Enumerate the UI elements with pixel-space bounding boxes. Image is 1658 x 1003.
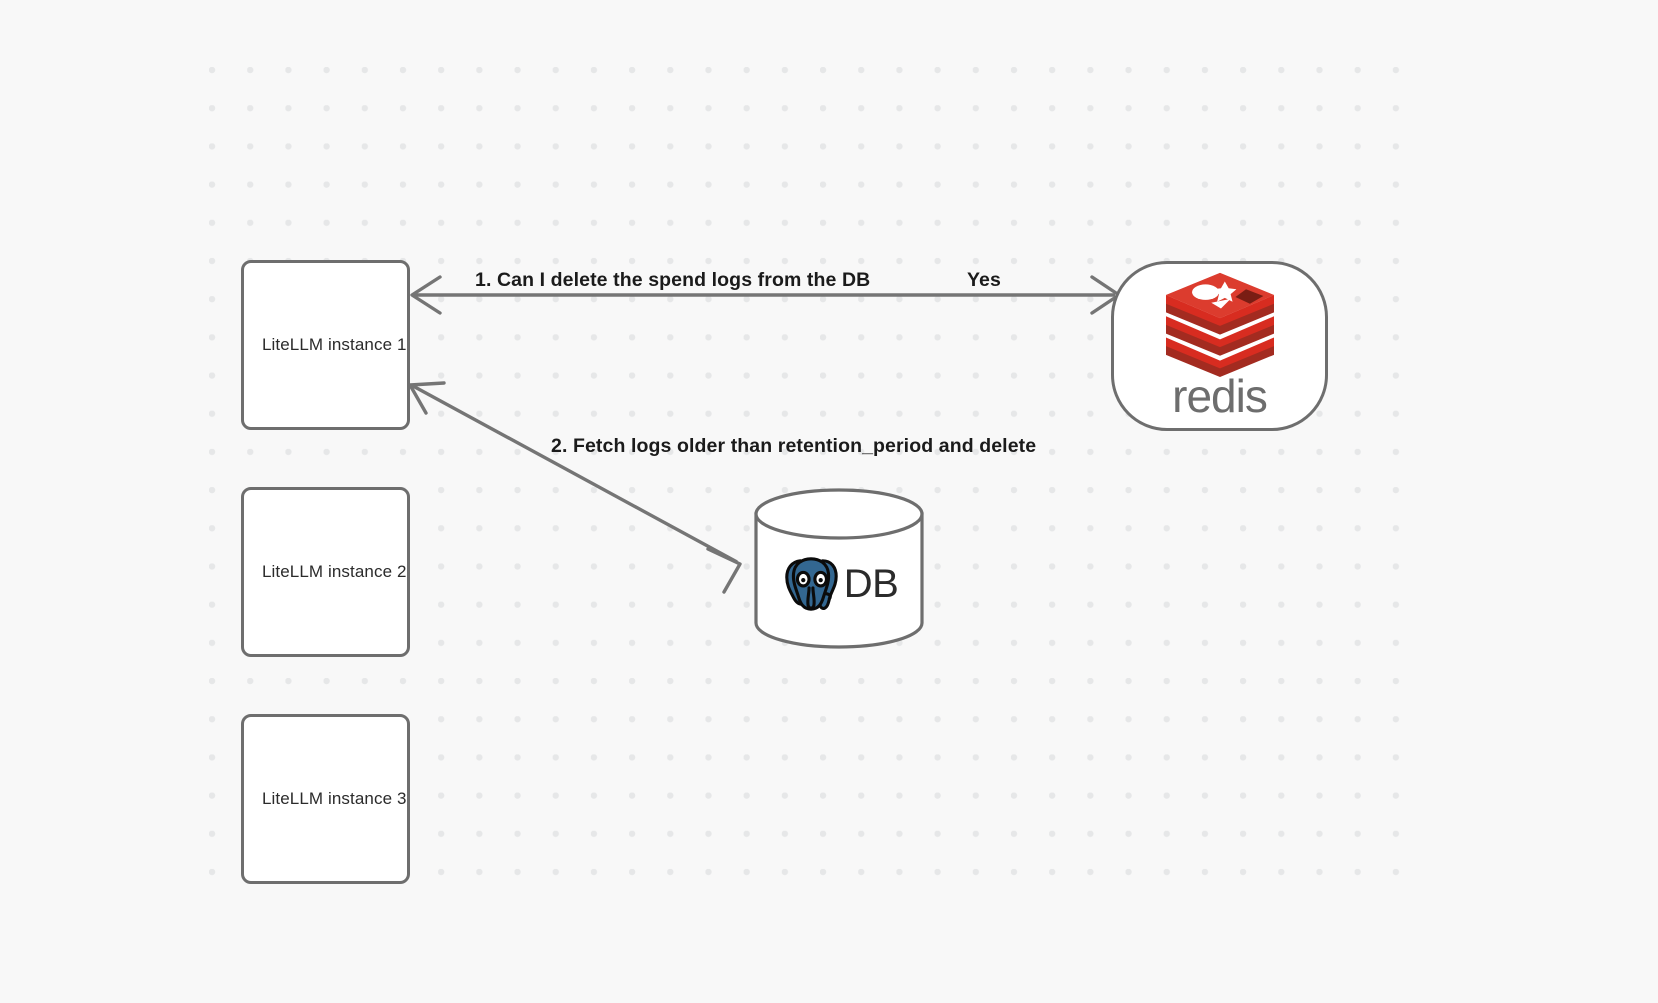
db-content: DB — [753, 531, 925, 636]
node-label-litellm-instance-1: LiteLLM instance 1 — [262, 335, 407, 354]
node-label-litellm-instance-3: LiteLLM instance 3 — [262, 789, 407, 808]
edge-label-yes: Yes — [967, 269, 1001, 291]
arrowhead-downright-2 — [706, 547, 742, 594]
db-label: DB — [843, 561, 899, 606]
arrowhead-upleft-2 — [408, 381, 446, 415]
redis-cube-icon — [1165, 272, 1274, 377]
node-label-litellm-instance-2: LiteLLM instance 2 — [262, 562, 407, 581]
node-database[interactable]: DB — [753, 487, 925, 650]
node-litellm-instance-3[interactable]: LiteLLM instance 3 — [241, 714, 410, 884]
edge-line-2 — [412, 384, 738, 564]
cylinder-shape — [754, 488, 924, 649]
redis-wordmark: redis — [1172, 370, 1268, 422]
redis-logo: redis — [1161, 269, 1279, 419]
edge-label-step-1: 1. Can I delete the spend logs from the … — [475, 269, 871, 291]
node-litellm-instance-1[interactable]: LiteLLM instance 1 — [241, 260, 410, 430]
edge-litellm1-db — [408, 381, 742, 594]
node-litellm-instance-2[interactable]: LiteLLM instance 2 — [241, 487, 410, 657]
postgresql-elephant-icon — [784, 556, 838, 611]
edge-label-step-2: 2. Fetch logs older than retention_perio… — [551, 435, 1037, 457]
node-redis[interactable]: redis — [1111, 261, 1328, 431]
arrowhead-left-1 — [410, 275, 442, 315]
